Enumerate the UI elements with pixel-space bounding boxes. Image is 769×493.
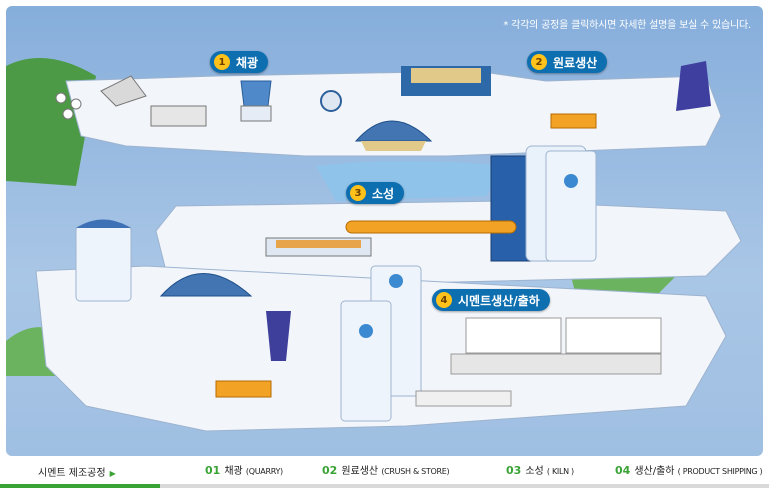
nav-title: 시멘트 제조공정▶ bbox=[38, 464, 116, 479]
instruction-note: * 각각의 공정을 클릭하시면 자세한 설명을 보실 수 있습니다. bbox=[503, 20, 751, 31]
stage-number-badge: 3 bbox=[350, 185, 366, 201]
nav-item-label: 생산/출하 bbox=[634, 466, 675, 477]
water bbox=[316, 161, 506, 201]
nav-track-active bbox=[0, 484, 160, 488]
dome-clinker bbox=[159, 273, 253, 297]
plant-illustration bbox=[6, 58, 742, 432]
stage-raw-material-label[interactable]: 2 원료생산 bbox=[527, 51, 608, 73]
arrow-right-icon: ▶ bbox=[109, 469, 116, 478]
nav-item-label: 소성 bbox=[525, 466, 544, 477]
process-map: * 각각의 공정을 클릭하시면 자세한 설명을 보실 수 있습니다. 1 채광 … bbox=[6, 6, 763, 456]
silo-left bbox=[75, 225, 132, 302]
nav-item-english: ( KILN ) bbox=[546, 467, 574, 476]
nav-item-label: 원료생산 bbox=[341, 466, 379, 477]
preheater-tower bbox=[490, 155, 532, 262]
stage-number-badge: 2 bbox=[531, 54, 547, 70]
nav-title-text: 시멘트 제조공정 bbox=[38, 468, 106, 479]
nav-item-number: 02 bbox=[322, 464, 338, 477]
nav-track bbox=[0, 484, 769, 488]
stage-number-badge: 4 bbox=[436, 292, 452, 308]
nav-item-english: (CRUSH & STORE) bbox=[381, 467, 450, 476]
stage-title: 원료생산 bbox=[553, 55, 598, 70]
nav-item-number: 03 bbox=[506, 464, 522, 477]
stage-number-badge: 1 bbox=[214, 54, 230, 70]
nav-item-label: 채광 bbox=[224, 466, 243, 477]
stage-kiln-label[interactable]: 3 소성 bbox=[346, 182, 405, 204]
truck bbox=[150, 105, 207, 127]
nav-item-number: 04 bbox=[615, 464, 631, 477]
nav-item-number: 01 bbox=[205, 464, 221, 477]
kiln bbox=[345, 220, 517, 234]
stage-quarry-label[interactable]: 1 채광 bbox=[210, 51, 269, 73]
nav-item-english: ( PRODUCT SHIPPING ) bbox=[677, 467, 763, 476]
stage-shipping-label[interactable]: 4 시멘트생산/출하 bbox=[432, 289, 550, 311]
stage-title: 소성 bbox=[372, 186, 395, 201]
stage-title: 시멘트생산/출하 bbox=[458, 293, 540, 308]
dome-raw bbox=[354, 120, 433, 142]
stage-title: 채광 bbox=[236, 55, 259, 70]
nav-item-english: (QUARRY) bbox=[245, 467, 283, 476]
